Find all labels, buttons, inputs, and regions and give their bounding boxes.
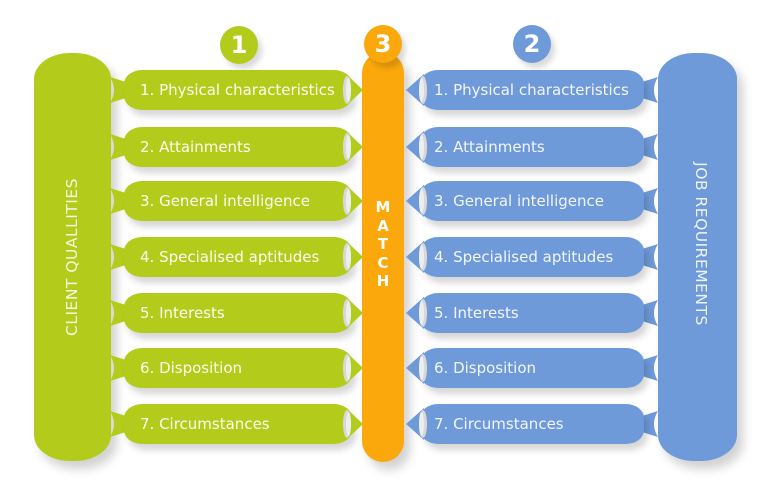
client-qualities-column [34,53,111,461]
match-letter: A [377,216,389,235]
match-step-badge: 3 [364,25,402,63]
job-item-label: 6. Disposition [434,359,537,377]
job-item-label: 5. Interests [434,304,519,322]
match-letter: C [377,253,389,272]
client-item-label: 4. Specialised aptitudes [140,248,320,266]
client-item: 6. Disposition [124,348,352,388]
job-item-label: 1. Physical characteristics [434,81,629,99]
job-item: 5. Interests [420,293,644,333]
job-item-label: 7. Circumstances [434,415,564,433]
job-item-label: 4. Specialised aptitudes [434,248,614,266]
client-item: 7. Circumstances [124,404,352,444]
match-letter: M [375,198,391,216]
match-letter: H [376,272,390,290]
job-requirements-column [658,53,737,461]
job-item: 6. Disposition [420,348,644,388]
job-item-label: 2. Attainments [434,138,545,156]
job-item: 7. Circumstances [420,404,644,444]
job-item: 2. Attainments [420,127,644,167]
client-item: 3. General intelligence [124,181,352,221]
client-item-label: 5. Interests [140,304,225,322]
client-item-label: 1. Physical characteristics [140,81,335,99]
client-item: 1. Physical characteristics [124,70,352,110]
job-item: 1. Physical characteristics [420,70,644,110]
client-item-label: 7. Circumstances [140,415,270,433]
job-step-badge: 2 [513,25,551,63]
job-item: 4. Specialised aptitudes [420,237,644,277]
match-label: M A T C H [362,198,404,291]
job-item: 3. General intelligence [420,181,644,221]
job-item-label: 3. General intelligence [434,192,604,210]
client-item: 4. Specialised aptitudes [124,237,352,277]
client-item: 5. Interests [124,293,352,333]
match-column [362,52,404,462]
client-item-label: 6. Disposition [140,359,243,377]
match-letter: T [377,235,389,253]
client-item-label: 2. Attainments [140,138,251,156]
client-item: 2. Attainments [124,127,352,167]
client-item-label: 3. General intelligence [140,192,310,210]
client-step-badge: 1 [220,26,258,64]
